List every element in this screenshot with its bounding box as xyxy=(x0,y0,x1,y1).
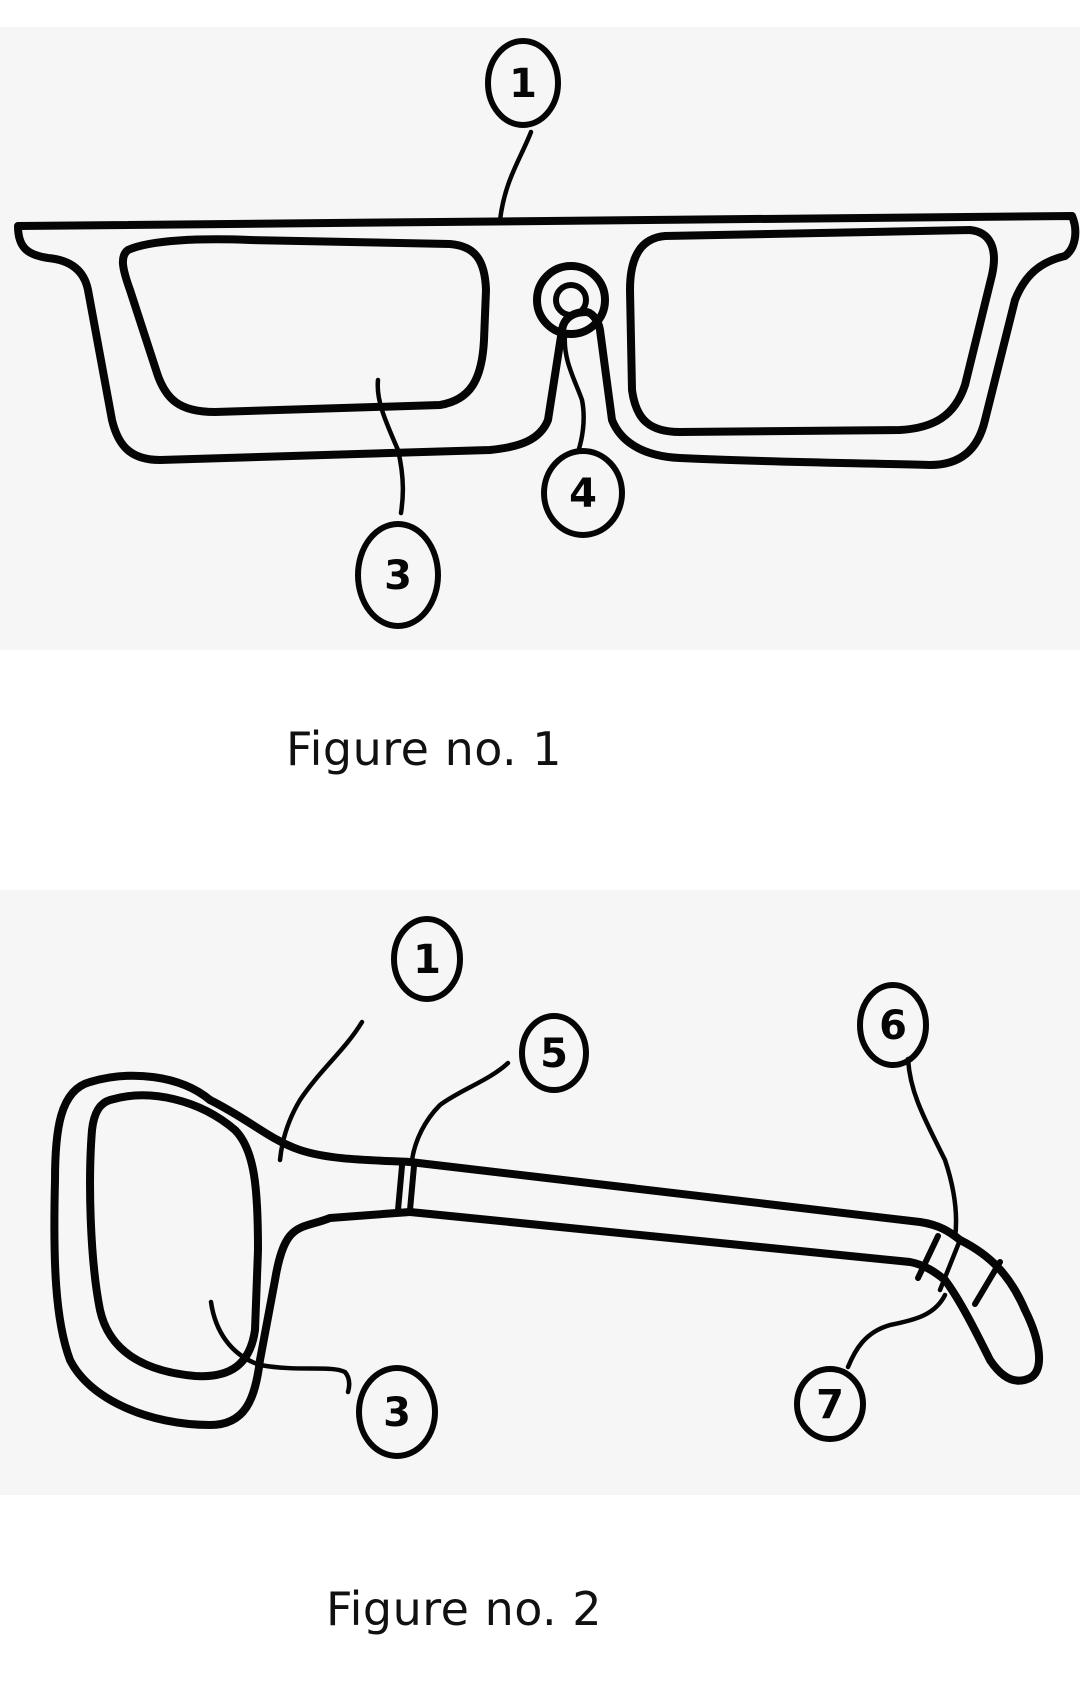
callout-3-label: 3 xyxy=(383,1390,411,1436)
lens-outline xyxy=(86,1091,262,1381)
temple-tip-outline xyxy=(941,1236,1044,1385)
leader-line-3 xyxy=(208,1299,352,1395)
callout-1-label: 1 xyxy=(413,937,441,983)
callout-5-label: 5 xyxy=(540,1031,568,1077)
figure-1-drawing: 1 3 4 xyxy=(14,38,1080,629)
tip-band-line-b xyxy=(937,1237,963,1293)
figure-1-panel: 1 3 4 xyxy=(0,27,1080,650)
callout-5-circle xyxy=(519,1013,589,1093)
leader-line-1 xyxy=(277,1019,365,1163)
right-lens-outline xyxy=(626,226,998,436)
temple-top-edge xyxy=(406,1158,964,1244)
figure-2-panel: 1 5 6 3 7 xyxy=(0,890,1080,1495)
callout-1-circle xyxy=(391,916,463,1002)
tip-band-line-a xyxy=(915,1233,941,1281)
bridge-inner-ring xyxy=(553,282,589,318)
leader-line-5 xyxy=(409,1060,511,1163)
figure-2-drawing: 1 5 6 3 7 xyxy=(50,916,1044,1459)
figure-1-caption: Figure no. 1 xyxy=(286,722,563,776)
frame-outline xyxy=(14,212,1080,469)
bridge-outer-ring xyxy=(533,262,609,338)
figure-2-caption: Figure no. 2 xyxy=(326,1582,603,1636)
callout-4-label: 4 xyxy=(569,471,597,517)
callout-7-label: 7 xyxy=(816,1382,844,1428)
leader-line-1 xyxy=(497,129,534,223)
callout-6-circle xyxy=(857,982,929,1068)
frame-top-edge xyxy=(206,1096,414,1166)
callout-6-label: 6 xyxy=(879,1003,907,1049)
left-lens-outline xyxy=(119,235,490,416)
leader-line-6 xyxy=(905,1056,959,1241)
callout-3-circle xyxy=(355,521,441,629)
callout-3-label: 3 xyxy=(384,553,412,599)
hinge-band-line-b xyxy=(407,1163,417,1213)
hinge-band-line-a xyxy=(395,1163,405,1213)
tip-band-line-c xyxy=(972,1259,1003,1307)
callout-1-label: 1 xyxy=(509,61,537,107)
callout-3-circle xyxy=(356,1365,438,1459)
callout-7-circle xyxy=(794,1366,866,1442)
callout-4-circle xyxy=(541,448,625,538)
leader-line-7 xyxy=(845,1292,948,1370)
outer-rim-outline xyxy=(50,1071,414,1429)
leader-line-3 xyxy=(375,377,406,516)
callout-1-circle xyxy=(485,38,561,128)
temple-bottom-edge xyxy=(406,1208,949,1284)
leader-line-4 xyxy=(562,332,586,455)
